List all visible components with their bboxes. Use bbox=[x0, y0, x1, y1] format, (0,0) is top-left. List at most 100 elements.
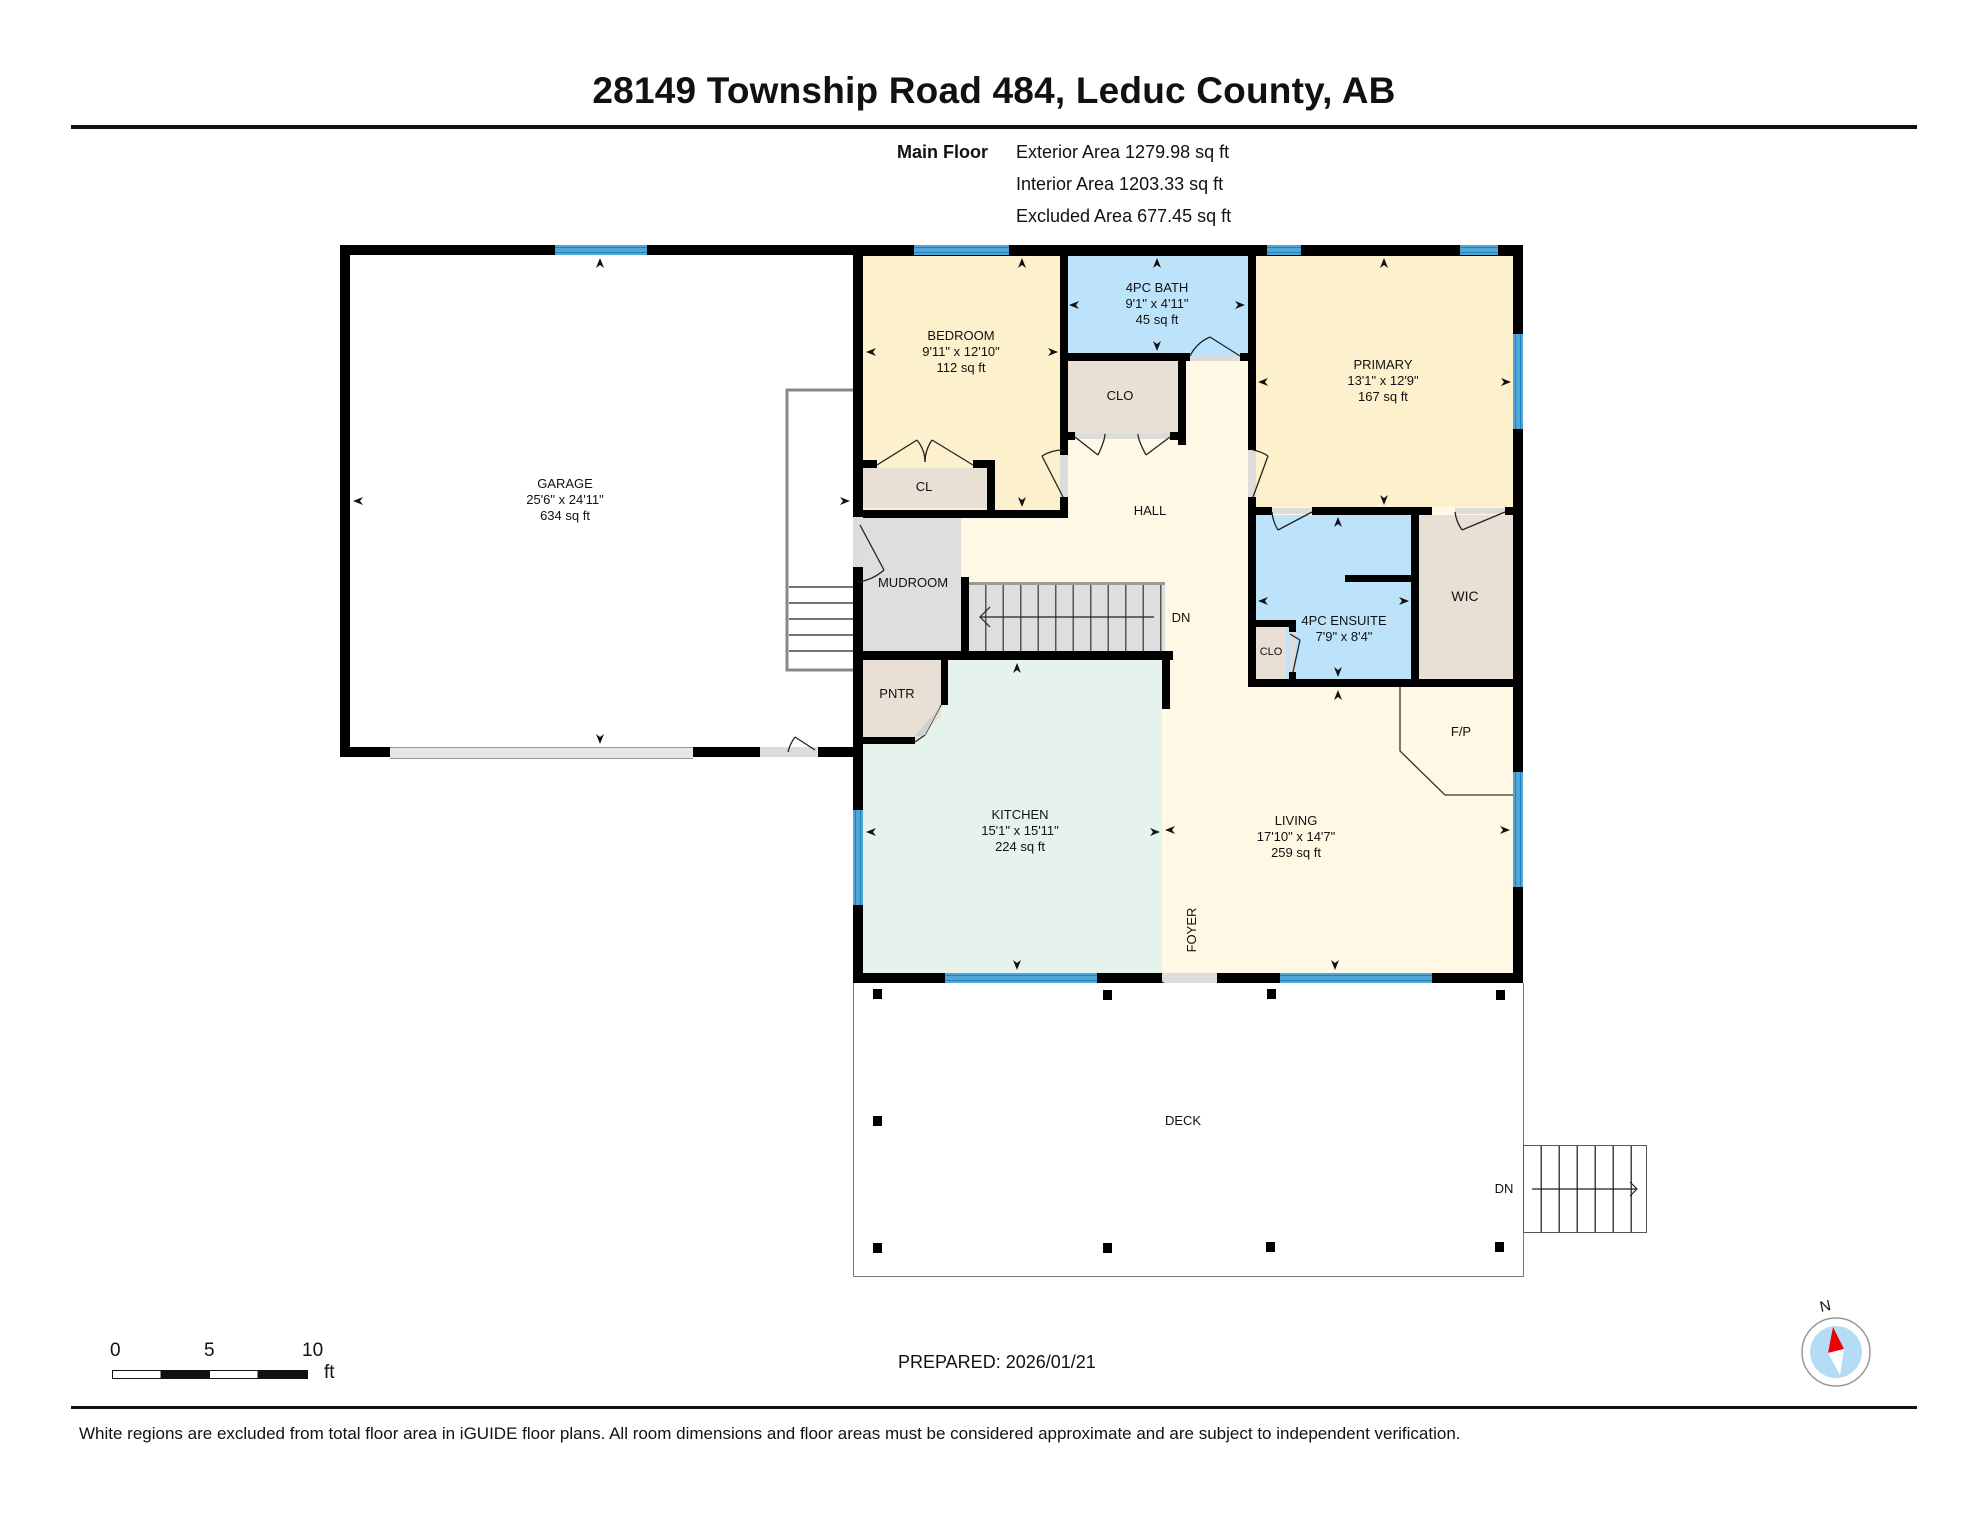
front-door[interactable] bbox=[1162, 973, 1217, 983]
garage-window bbox=[555, 245, 647, 255]
room-name: BEDROOM bbox=[927, 328, 995, 343]
prepared-date: PREPARED: 2026/01/21 bbox=[898, 1352, 1096, 1372]
hall-label: HALL bbox=[1133, 503, 1167, 518]
room-wic bbox=[1418, 515, 1513, 681]
room-bedroom bbox=[863, 255, 1060, 510]
primary-window-1 bbox=[1267, 245, 1301, 255]
room-dims: 17'10" x 14'7" bbox=[1256, 829, 1336, 844]
clo-ensuite-wall-east-low bbox=[1289, 672, 1296, 679]
primary-door[interactable] bbox=[1248, 450, 1256, 497]
excluded-area: Excluded Area 677.45 sq ft bbox=[1016, 206, 1232, 226]
room-name: GARAGE bbox=[537, 476, 593, 491]
footer-disclaimer: White regions are excluded from total fl… bbox=[79, 1424, 1461, 1443]
kitchen-window-west bbox=[853, 810, 863, 905]
room-area: 167 sq ft bbox=[1358, 389, 1408, 404]
bath-label: 4PC BATH 9'1" x 4'11" 45 sq ft bbox=[1125, 280, 1188, 328]
ensuite-door[interactable] bbox=[1272, 508, 1312, 514]
pantry-wall-east bbox=[941, 660, 948, 705]
scale-bar: 0 5 10 ft bbox=[110, 1340, 352, 1390]
garage-overhead-door[interactable] bbox=[390, 747, 693, 759]
house-wall-top bbox=[853, 245, 1523, 256]
primary-window-east bbox=[1513, 334, 1523, 429]
exterior-area: Exterior Area 1279.98 sq ft bbox=[1016, 142, 1230, 162]
foyer-label: FOYER bbox=[1184, 907, 1199, 953]
room-clo-ensuite bbox=[1256, 627, 1286, 679]
bath-door[interactable] bbox=[1190, 355, 1240, 361]
garage-side-door[interactable] bbox=[760, 747, 818, 757]
ensuite-label: 4PC ENSUITE 7'9" x 8'4" bbox=[1301, 613, 1386, 645]
deck-post bbox=[1495, 1242, 1504, 1252]
header-divider bbox=[71, 125, 1917, 129]
bedroom-wall-east-lower bbox=[1060, 497, 1068, 517]
room-area: 112 sq ft bbox=[936, 360, 986, 375]
deck-post bbox=[873, 989, 882, 999]
clo-wall-east bbox=[1178, 355, 1186, 445]
clo-ensuite-door[interactable] bbox=[1289, 632, 1295, 672]
clo-hall-label: CLO bbox=[1106, 388, 1134, 403]
stair-wall-end bbox=[1162, 651, 1170, 709]
garage-label: GARAGE 25'6" x 24'11" 634 sq ft bbox=[526, 476, 604, 524]
clo-ensuite-wall-top bbox=[1256, 620, 1296, 627]
ensuite-wall-south bbox=[1248, 679, 1513, 687]
kitchen-window-south bbox=[945, 973, 1097, 983]
ensuite-partition bbox=[1345, 575, 1413, 582]
wic-door[interactable] bbox=[1455, 508, 1505, 514]
room-garage bbox=[350, 255, 853, 747]
compass-north-icon bbox=[1801, 1317, 1871, 1387]
room-mudroom bbox=[863, 517, 961, 653]
room-area: 634 sq ft bbox=[540, 508, 590, 523]
clo-ensuite-wall-east bbox=[1289, 620, 1296, 632]
primary-window-2 bbox=[1460, 245, 1498, 255]
room-area: 259 sq ft bbox=[1271, 845, 1321, 860]
living-window-east bbox=[1513, 772, 1523, 887]
kitchen-label: KITCHEN 15'1" x 15'11" 224 sq ft bbox=[981, 807, 1059, 855]
cl-bedroom-label: CL bbox=[915, 479, 933, 494]
room-primary bbox=[1256, 255, 1513, 507]
living-label: LIVING 17'10" x 14'7" 259 sq ft bbox=[1257, 813, 1336, 861]
clo-hall-doors[interactable] bbox=[1075, 433, 1170, 439]
scale-tick-10: 10 bbox=[302, 1340, 324, 1361]
primary-wall-west-lower bbox=[1248, 497, 1256, 682]
fireplace-label: F/P bbox=[1450, 724, 1472, 739]
scale-tick-0: 0 bbox=[110, 1340, 121, 1361]
pantry-wall-south bbox=[863, 737, 915, 744]
house-wall-left bbox=[853, 245, 863, 983]
scale-tick-5: 5 bbox=[204, 1340, 215, 1361]
mudroom-garage-door[interactable] bbox=[853, 517, 863, 567]
bedroom-window bbox=[914, 245, 1009, 255]
room-area: 45 sq ft bbox=[1135, 312, 1179, 327]
primary-wall-west bbox=[1248, 255, 1256, 450]
room-name: KITCHEN bbox=[991, 807, 1049, 822]
primary-wall-south-right bbox=[1505, 507, 1515, 515]
scale-unit: ft bbox=[324, 1362, 335, 1383]
room-clo-hall bbox=[1067, 361, 1179, 439]
bedroom-label: BEDROOM 9'11" x 12'10" 112 sq ft bbox=[922, 328, 1000, 376]
footer-divider bbox=[71, 1406, 1917, 1409]
compass-n-label: N bbox=[1818, 1297, 1833, 1316]
mudroom-label: MUDROOM bbox=[877, 575, 949, 590]
garage-wall-left bbox=[340, 245, 350, 757]
floor-name: Main Floor bbox=[897, 142, 988, 162]
compass: N bbox=[1800, 1297, 1880, 1393]
garage-wall-bottom-right bbox=[693, 747, 760, 757]
interior-stairs[interactable] bbox=[969, 582, 1165, 654]
clo-wall-bottom-right bbox=[1170, 432, 1186, 440]
garage-wall-bottom-end bbox=[818, 747, 855, 757]
room-bath bbox=[1067, 255, 1249, 355]
bath-wall-south bbox=[1060, 353, 1190, 361]
bedroom-door[interactable] bbox=[1060, 455, 1068, 497]
room-cl-bedroom bbox=[863, 468, 987, 508]
deck-post bbox=[1103, 1243, 1112, 1253]
deck-post bbox=[1103, 990, 1112, 1000]
deck-post bbox=[873, 1243, 882, 1253]
cl-wall-top-right bbox=[973, 460, 995, 468]
room-area: 224 sq ft bbox=[995, 839, 1045, 854]
stairs-label: DN bbox=[1171, 610, 1191, 625]
room-dims: 9'1" x 4'11" bbox=[1125, 296, 1189, 311]
room-name: 4PC ENSUITE bbox=[1301, 613, 1387, 628]
